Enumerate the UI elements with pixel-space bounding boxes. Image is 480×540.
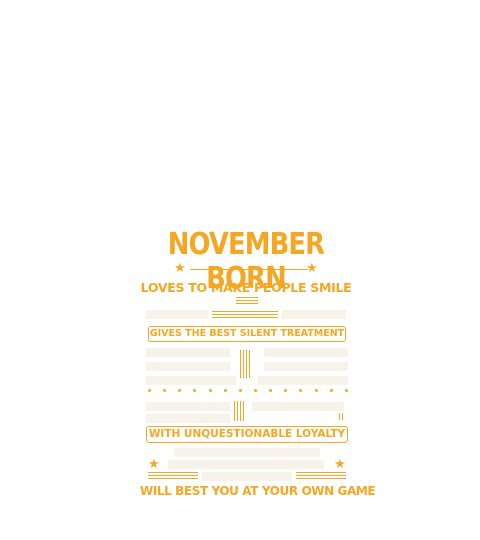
faint-text-block <box>146 362 230 371</box>
line-loves-to-make-people-smile: LOVES TO MAKE PEOPLE SMILE <box>140 280 352 295</box>
star-icon: ★ <box>174 261 186 276</box>
faint-text-block <box>146 376 236 385</box>
faint-text-block <box>202 472 292 481</box>
design-title: NOVEMBER BORN <box>167 227 325 296</box>
stripe-ornament <box>234 401 244 421</box>
faint-text-block <box>282 310 346 319</box>
faint-text-block <box>146 414 230 423</box>
faint-text-block <box>168 460 324 469</box>
star-icon: ★ <box>306 261 318 276</box>
faint-text-block <box>146 310 208 319</box>
faint-text-block <box>174 448 320 457</box>
star-icon: ★ <box>334 457 346 472</box>
shirt-design: NOVEMBER BORN ★ ★ LOVES TO MAKE PEOPLE S… <box>140 222 376 512</box>
faint-text-block <box>264 362 348 371</box>
stripe-ornament <box>339 413 345 420</box>
faint-text-block <box>252 402 344 411</box>
faint-text-block <box>258 376 348 385</box>
line-gives-the-best-silent-treatment: GIVES THE BEST SILENT TREATMENT <box>148 326 346 342</box>
dotted-divider <box>148 387 348 393</box>
stripe-ornament <box>148 472 198 481</box>
line-with-unquestionable-loyalty: WITH UNQUESTIONABLE LOYALTY <box>146 426 348 443</box>
faint-text-block <box>264 348 348 357</box>
stripe-ornament <box>240 350 252 378</box>
star-icon: ★ <box>148 457 160 472</box>
stripe-ornament <box>296 472 346 481</box>
stripe-ornament <box>212 311 278 319</box>
line-will-best-you-at-your-own-game: WILL BEST YOU AT YOUR OWN GAME <box>140 484 376 498</box>
stripe-ornament <box>236 297 258 306</box>
divider <box>190 269 308 270</box>
faint-text-block <box>146 348 230 357</box>
faint-text-block <box>146 402 230 411</box>
